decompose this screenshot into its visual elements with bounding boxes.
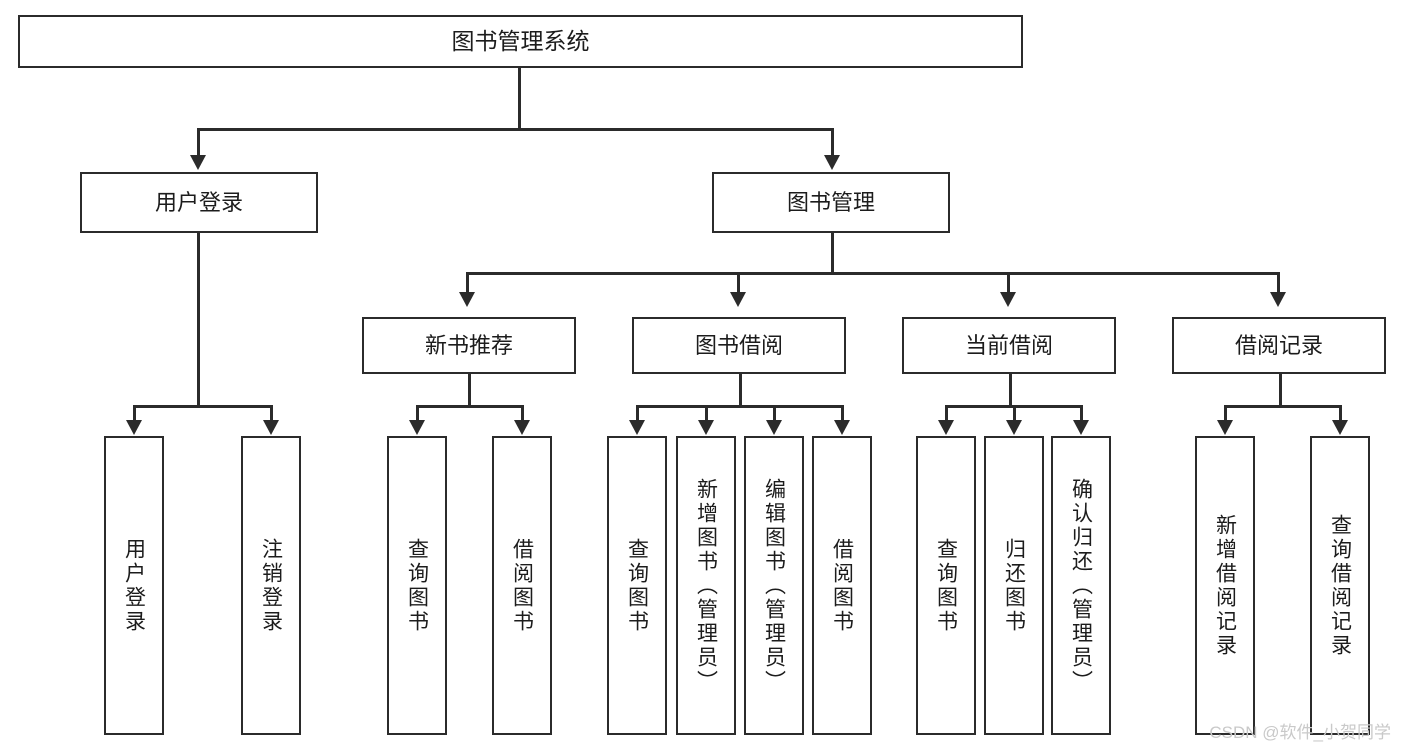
arrow-user-login-child-1 [263, 420, 279, 435]
node-book-management[interactable]: 图书管理 [712, 172, 950, 233]
edge-br-child-1 [1339, 405, 1342, 422]
node-label: 注销登录 [259, 537, 283, 634]
arrow-nbr-child-0 [409, 420, 425, 435]
arrow-bb-child-2 [766, 420, 782, 435]
edge-to-book-borrow [737, 272, 740, 294]
edge-bb-child-0 [636, 405, 639, 422]
edge-book-borrow-stem [739, 373, 742, 407]
edge-new-book-recommend-bus [416, 405, 524, 408]
edge-current-borrow-stem [1009, 373, 1012, 407]
node-new-book-recommend[interactable]: 新书推荐 [362, 317, 576, 374]
leaf-book-borrow-add[interactable]: 新增图书（管理员） [676, 436, 736, 735]
edge-br-child-0 [1224, 405, 1227, 422]
edge-nbr-child-0 [416, 405, 419, 422]
node-label: 借阅图书 [510, 537, 534, 634]
edge-new-book-recommend-stem [468, 373, 471, 407]
leaf-user-login-logout[interactable]: 注销登录 [241, 436, 301, 735]
leaf-borrow-record-add[interactable]: 新增借阅记录 [1195, 436, 1255, 735]
edge-user-login-stem [197, 232, 200, 407]
arrow-bb-child-1 [698, 420, 714, 435]
edge-cb-child-1 [1013, 405, 1016, 422]
arrow-to-book-borrow [730, 292, 746, 307]
arrow-cb-child-0 [938, 420, 954, 435]
edge-to-user-login [197, 128, 200, 158]
node-label: 借阅记录 [1234, 332, 1323, 358]
arrow-br-child-0 [1217, 420, 1233, 435]
edge-root-stem [518, 67, 521, 130]
node-current-borrow[interactable]: 当前借阅 [902, 317, 1116, 374]
node-label: 借阅图书 [830, 537, 854, 634]
edge-book-manage-stem [831, 232, 834, 274]
arrow-to-borrow-record [1270, 292, 1286, 307]
arrow-to-current-borrow [1000, 292, 1016, 307]
edge-bb-child-3 [841, 405, 844, 422]
leaf-current-borrow-return[interactable]: 归还图书 [984, 436, 1044, 735]
watermark-text: CSDN @软件_小贺同学 [1209, 723, 1391, 742]
arrow-to-new-book-recommend [459, 292, 475, 307]
arrow-cb-child-1 [1006, 420, 1022, 435]
arrow-to-book-manage [824, 155, 840, 170]
leaf-book-borrow-query[interactable]: 查询图书 [607, 436, 667, 735]
edge-user-login-bus [133, 405, 273, 408]
node-label: 查询图书 [934, 537, 958, 634]
edge-to-borrow-record [1277, 272, 1280, 294]
arrow-nbr-child-1 [514, 420, 530, 435]
leaf-current-borrow-confirm-return[interactable]: 确认归还（管理员） [1051, 436, 1111, 735]
leaf-borrow-record-query[interactable]: 查询借阅记录 [1310, 436, 1370, 735]
node-label: 确认归还（管理员） [1069, 477, 1093, 694]
node-borrow-record[interactable]: 借阅记录 [1172, 317, 1386, 374]
node-label: 新增图书（管理员） [694, 477, 718, 694]
leaf-book-borrow-borrow[interactable]: 借阅图书 [812, 436, 872, 735]
node-label: 图书管理系统 [451, 28, 590, 55]
leaf-new-book-borrow[interactable]: 借阅图书 [492, 436, 552, 735]
edge-level2-bus [197, 128, 834, 131]
node-label: 查询图书 [405, 537, 429, 634]
edge-nbr-child-1 [521, 405, 524, 422]
arrow-user-login-child-0 [126, 420, 142, 435]
node-label: 编辑图书（管理员） [762, 477, 786, 694]
edge-bb-child-2 [773, 405, 776, 422]
node-label: 归还图书 [1002, 537, 1026, 634]
node-user-login[interactable]: 用户登录 [80, 172, 318, 233]
arrow-bb-child-0 [629, 420, 645, 435]
arrow-to-user-login [190, 155, 206, 170]
leaf-user-login-login[interactable]: 用户登录 [104, 436, 164, 735]
leaf-new-book-query[interactable]: 查询图书 [387, 436, 447, 735]
node-label: 用户登录 [122, 537, 146, 634]
edge-book-borrow-bus [636, 405, 844, 408]
edge-bb-child-1 [705, 405, 708, 422]
edge-user-login-child-1 [270, 405, 273, 422]
node-label: 当前借阅 [964, 332, 1053, 358]
node-label: 查询图书 [625, 537, 649, 634]
arrow-cb-child-2 [1073, 420, 1089, 435]
node-label: 新增借阅记录 [1213, 513, 1237, 658]
node-label: 用户登录 [154, 189, 243, 215]
node-label: 图书借阅 [694, 332, 783, 358]
edge-to-book-manage [831, 128, 834, 158]
edge-borrow-record-bus [1224, 405, 1342, 408]
edge-user-login-child-0 [133, 405, 136, 422]
edge-borrow-record-stem [1279, 373, 1282, 407]
arrow-br-child-1 [1332, 420, 1348, 435]
edge-to-current-borrow [1007, 272, 1010, 294]
leaf-current-borrow-query[interactable]: 查询图书 [916, 436, 976, 735]
node-book-borrow[interactable]: 图书借阅 [632, 317, 846, 374]
edge-cb-child-2 [1080, 405, 1083, 422]
node-label: 查询借阅记录 [1328, 513, 1352, 658]
leaf-book-borrow-edit[interactable]: 编辑图书（管理员） [744, 436, 804, 735]
arrow-bb-child-3 [834, 420, 850, 435]
edge-cb-child-0 [945, 405, 948, 422]
node-root-book-management-system[interactable]: 图书管理系统 [18, 15, 1023, 68]
edge-to-new-book-recommend [466, 272, 469, 294]
node-label: 新书推荐 [424, 332, 513, 358]
node-label: 图书管理 [786, 189, 875, 215]
edge-level3-bus [466, 272, 1280, 275]
